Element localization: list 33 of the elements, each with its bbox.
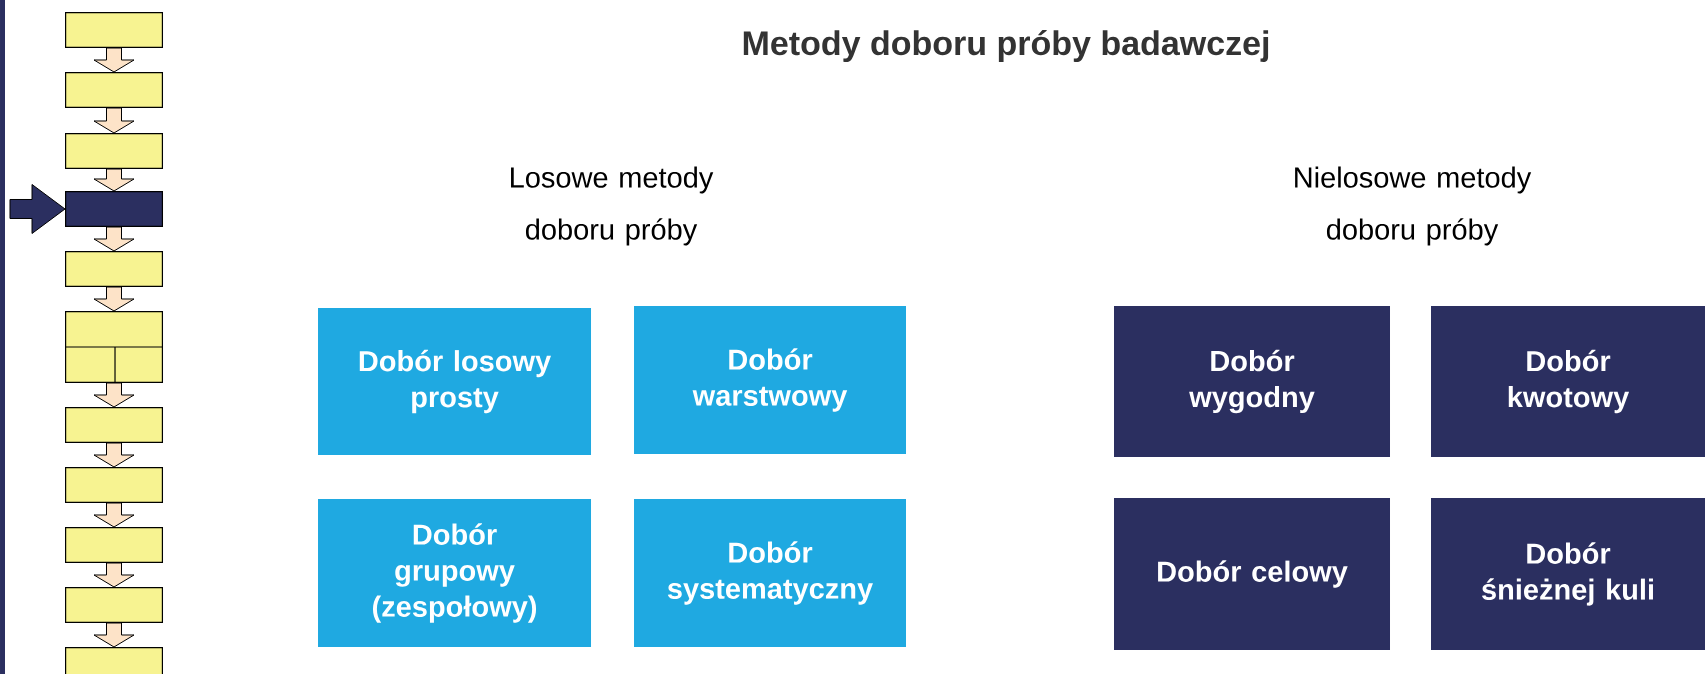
group-heading: Losowe metody doboru próby [511, 166, 714, 246]
block-arrow [93, 168, 135, 192]
method-box: Dobór celowy [1114, 498, 1390, 650]
block-arrow [93, 107, 135, 134]
block-arrow [93, 226, 135, 252]
flow-box [65, 133, 163, 169]
group-heading: Nielosowe metody doboru próby [1295, 166, 1532, 246]
block-arrow [93, 442, 135, 468]
block-arrow [93, 622, 135, 648]
flow-box [65, 251, 163, 287]
flow-box [65, 191, 163, 227]
flow-box [65, 647, 163, 674]
block-arrow [93, 286, 135, 312]
block-arrow [93, 382, 135, 408]
flow-box [64, 311, 164, 384]
block-arrow [93, 562, 135, 588]
method-box: Dobór losowy prosty [318, 308, 591, 455]
block-arrow [93, 502, 135, 528]
block-arrow [93, 47, 135, 73]
flow-box [65, 72, 163, 108]
flow-box [65, 12, 163, 48]
method-box: Dobór grupowy (zespołowy) [318, 499, 591, 647]
flow-box [65, 407, 163, 443]
flow-box [65, 527, 163, 563]
method-box: Dobór wygodny [1114, 306, 1390, 457]
method-box: Dobór śnieżnej kuli [1431, 498, 1705, 650]
method-box: Dobór systematyczny [634, 499, 906, 647]
title: Metody doboru próby badawczej [743, 30, 1269, 62]
method-box: Dobór warstwowy [634, 306, 906, 454]
flow-box [65, 467, 163, 503]
method-box: Dobór kwotowy [1431, 306, 1705, 457]
flow-box [65, 587, 163, 623]
pointer-arrow [9, 184, 66, 234]
